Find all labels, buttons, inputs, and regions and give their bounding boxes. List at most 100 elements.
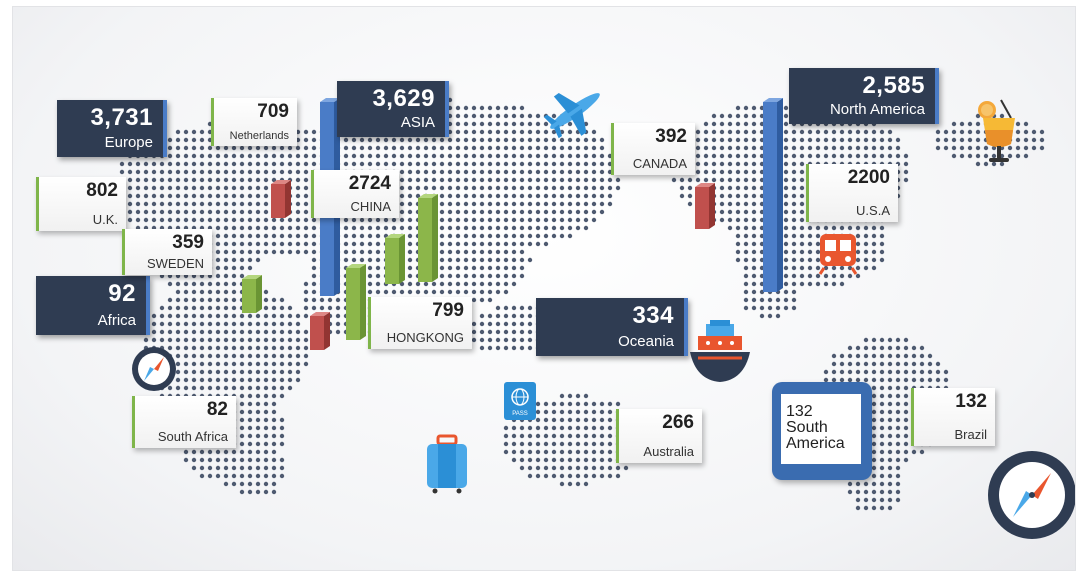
map-dot	[487, 329, 493, 335]
map-dot	[783, 273, 789, 279]
map-dot	[511, 241, 517, 247]
map-dot	[223, 305, 229, 311]
map-dot	[279, 377, 285, 383]
map-dot	[415, 161, 421, 167]
map-dot	[567, 161, 573, 167]
map-dot	[279, 249, 285, 255]
map-dot	[239, 169, 245, 175]
map-dot	[751, 113, 757, 119]
map-dot	[591, 417, 597, 423]
map-dot	[471, 169, 477, 175]
map-dot	[383, 217, 389, 223]
map-dot	[887, 457, 893, 463]
map-dot	[703, 161, 709, 167]
map-dot	[151, 177, 157, 183]
map-dot	[743, 113, 749, 119]
map-dot	[167, 305, 173, 311]
map-dot	[295, 169, 301, 175]
map-dot	[767, 305, 773, 311]
map-dot	[255, 473, 261, 479]
map-dot	[495, 233, 501, 239]
map-dot	[167, 201, 173, 207]
map-dot	[815, 273, 821, 279]
map-dot	[471, 161, 477, 167]
map-dot	[575, 393, 581, 399]
map-dot	[487, 169, 493, 175]
map-dot	[303, 129, 309, 135]
map-dot	[351, 145, 357, 151]
map-dot	[279, 417, 285, 423]
map-dot	[503, 241, 509, 247]
map-dot	[495, 281, 501, 287]
map-dot	[847, 137, 853, 143]
map-dot	[567, 225, 573, 231]
map-dot	[503, 337, 509, 343]
map-dot	[239, 393, 245, 399]
map-dot	[447, 257, 453, 263]
map-dot	[903, 153, 909, 159]
map-dot	[591, 137, 597, 143]
map-dot	[831, 353, 837, 359]
map-dot	[391, 289, 397, 295]
map-dot	[967, 137, 973, 143]
map-dot	[239, 401, 245, 407]
map-dot	[263, 377, 269, 383]
map-dot	[247, 385, 253, 391]
map-dot	[503, 225, 509, 231]
map-dot	[719, 121, 725, 127]
map-dot	[439, 137, 445, 143]
map-dot	[879, 129, 885, 135]
bar-hongkong-green	[346, 264, 366, 340]
map-dot	[695, 169, 701, 175]
map-dot	[447, 137, 453, 143]
map-dot	[527, 225, 533, 231]
map-dot	[751, 289, 757, 295]
map-dot	[735, 145, 741, 151]
map-dot	[439, 233, 445, 239]
map-dot	[527, 473, 533, 479]
map-dot	[135, 217, 141, 223]
map-dot	[735, 225, 741, 231]
map-dot	[519, 337, 525, 343]
map-dot	[127, 201, 133, 207]
map-dot	[927, 353, 933, 359]
ship-icon	[690, 320, 750, 382]
map-dot	[407, 217, 413, 223]
map-dot	[287, 353, 293, 359]
map-dot	[279, 153, 285, 159]
map-dot	[567, 449, 573, 455]
map-dot	[559, 169, 565, 175]
map-dot	[295, 153, 301, 159]
map-dot	[183, 337, 189, 343]
map-dot	[511, 337, 517, 343]
map-dot	[535, 217, 541, 223]
europe-value: 3,731	[90, 104, 153, 131]
map-dot	[535, 169, 541, 175]
map-dot	[247, 481, 253, 487]
map-dot	[831, 377, 837, 383]
map-dot	[567, 217, 573, 223]
map-dot	[399, 225, 405, 231]
map-dot	[455, 193, 461, 199]
map-dot	[407, 201, 413, 207]
map-dot	[455, 161, 461, 167]
map-dot	[191, 329, 197, 335]
map-dot	[119, 161, 125, 167]
map-dot	[247, 233, 253, 239]
map-dot	[735, 201, 741, 207]
map-dot	[367, 161, 373, 167]
map-dot	[471, 105, 477, 111]
map-dot	[207, 353, 213, 359]
map-dot	[295, 209, 301, 215]
map-dot	[239, 329, 245, 335]
map-dot	[791, 249, 797, 255]
map-dot	[503, 313, 509, 319]
map-dot	[207, 177, 213, 183]
map-dot	[495, 137, 501, 143]
map-dot	[575, 425, 581, 431]
map-dot	[263, 217, 269, 223]
map-dot	[303, 249, 309, 255]
map-dot	[431, 153, 437, 159]
map-dot	[879, 449, 885, 455]
map-dot	[471, 329, 477, 335]
